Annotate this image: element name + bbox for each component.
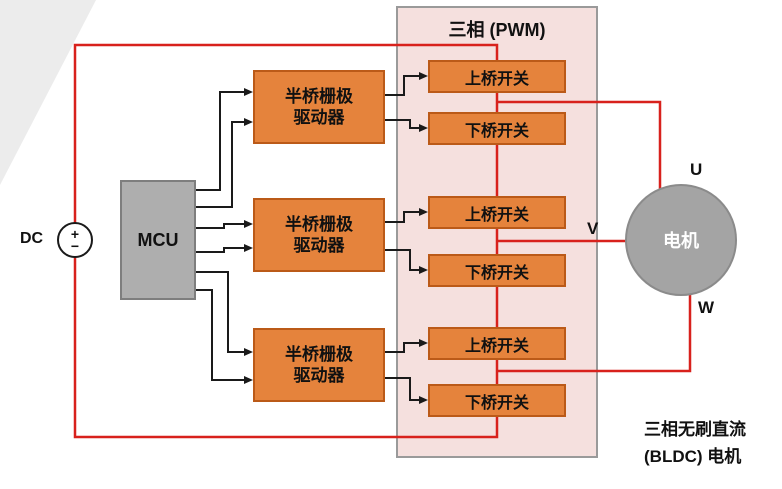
gate-driver-1-label-line1: 半桥栅极 [285,86,353,106]
gate-driver-2-label-line1: 半桥栅极 [285,214,353,234]
phase-w-wire [497,290,692,373]
low-side-switch-2: 下桥开关 [428,254,566,287]
mcu-to-driver1-high-signal [196,88,253,191]
low-side-switch-2-label: 下桥开关 [464,264,529,282]
driver1-to-low-switch-signal [385,119,428,132]
low-side-switch-3: 下桥开关 [428,384,566,417]
high-side-switch-2: 上桥开关 [428,196,566,229]
dc-source-label: DC [20,230,44,247]
driver1-to-high-switch-signal [385,72,428,96]
phase-v-label: V [587,219,599,238]
high-side-switch-1: 上桥开关 [428,60,566,93]
driver3-to-low-switch-signal [385,377,428,404]
phase-u-wire [497,100,662,196]
high-side-switch-3: 上桥开关 [428,327,566,360]
corner-decoration [0,0,96,185]
gate-driver-block-2: 半桥栅极 驱动器 [253,198,385,272]
high-side-switch-3-label: 上桥开关 [464,337,529,355]
dc-minus-sign: − [70,238,80,254]
gate-driver-block-3: 半桥栅极 驱动器 [253,328,385,402]
driver3-to-high-switch-signal [385,339,428,353]
phase-u-label: U [690,160,703,179]
caption-line2: (BLDC) 电机 [644,447,742,466]
high-side-switch-2-label: 上桥开关 [464,206,529,224]
mcu-to-driver2-low-signal [196,244,253,253]
dc-plus-sign: + [70,226,80,242]
panel-title: 三相 (PWM) [448,20,546,40]
driver2-to-low-switch-signal [385,249,428,274]
phase-w-label: W [698,298,715,317]
mcu-to-driver3-low-signal [196,289,253,384]
gate-driver-2-label-line2: 驱动器 [293,236,345,255]
mcu-label: MCU [137,229,179,250]
low-side-switch-1: 下桥开关 [428,112,566,145]
mcu-to-driver3-high-signal [196,271,253,356]
motor-label: 电机 [663,231,699,251]
dc-source-symbol: + − [57,222,93,258]
low-side-switch-1-label: 下桥开关 [464,122,529,140]
mcu-to-driver2-high-signal [196,220,253,229]
high-side-switch-1-label: 上桥开关 [464,70,529,88]
caption-line1: 三相无刷直流 [644,420,746,439]
low-side-switch-3-label: 下桥开关 [464,394,529,412]
gate-driver-3-label-line2: 驱动器 [293,366,345,385]
driver2-to-high-switch-signal [385,208,428,223]
motor-block: 电机 [625,184,737,296]
gate-driver-block-1: 半桥栅极 驱动器 [253,70,385,144]
gate-driver-3-label-line1: 半桥栅极 [285,344,353,364]
mcu-to-driver1-low-signal [196,118,253,208]
gate-driver-1-label-line2: 驱动器 [293,108,345,127]
diagram-caption: 三相无刷直流 (BLDC) 电机 [644,416,782,470]
mcu-block: MCU [120,180,196,300]
